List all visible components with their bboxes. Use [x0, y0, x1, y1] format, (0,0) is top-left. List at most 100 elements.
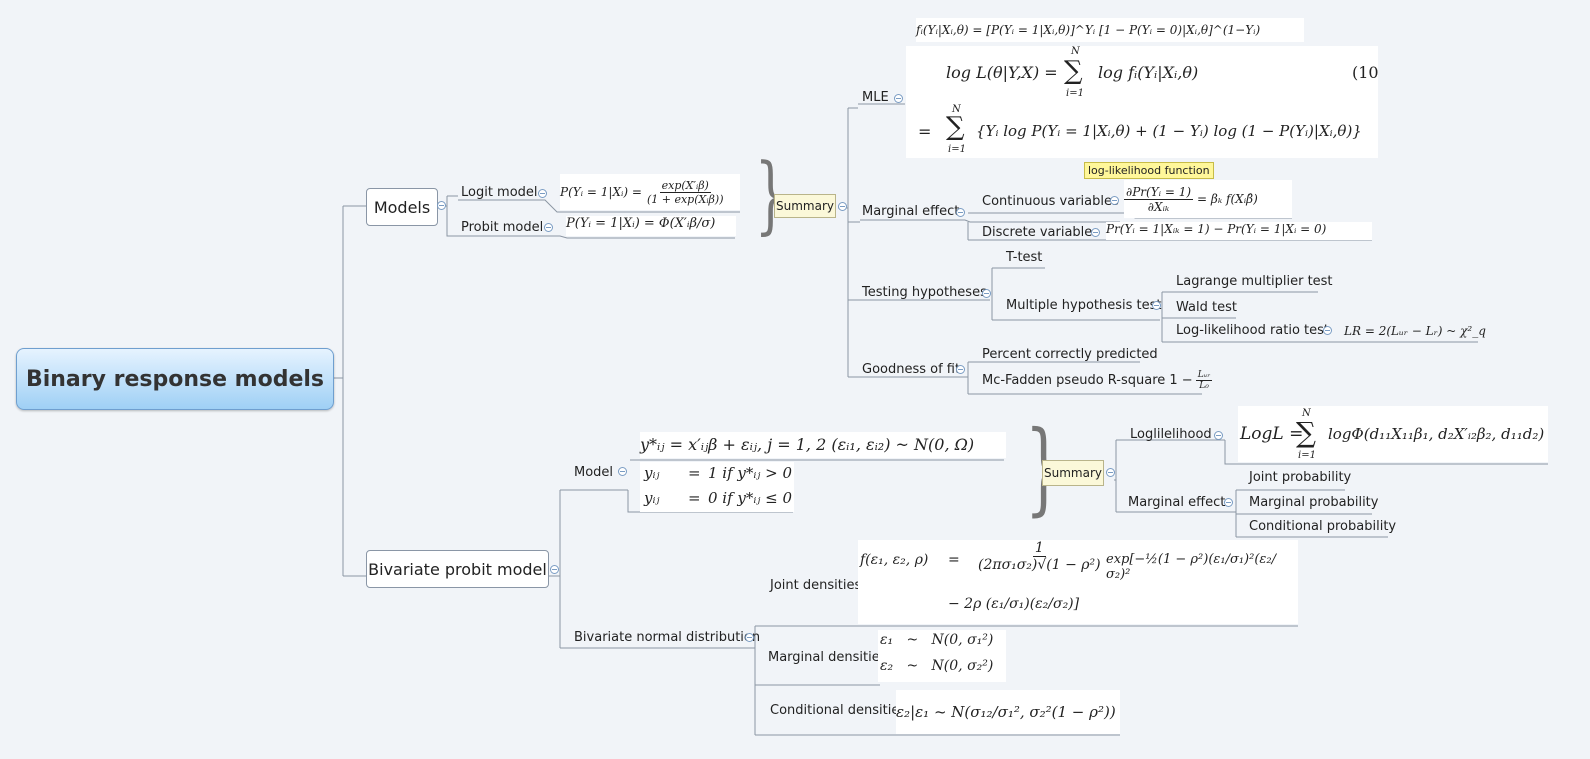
mle-loglik-eq: log L(θ|Y,X) = N ∑ i=1 log fᵢ(Yᵢ|Xᵢ,θ) (…: [906, 46, 1379, 158]
collapse-icon[interactable]: [956, 208, 965, 217]
root-label: Binary response models: [25, 366, 325, 392]
bivariate-loglik-eq: LogL = N ∑ i=1 logΦ(d₁₁X₁₁β₁, d₂X′ᵢ₂β₂, …: [1238, 406, 1548, 462]
mle-eq3-rhs: {Yᵢ log P(Yᵢ = 1|Xᵢ,θ) + (1 − Yᵢ) log (1…: [976, 122, 1362, 140]
conditional-densities-label[interactable]: Conditional densities: [770, 703, 907, 718]
discrete-formula: Pr(Yᵢ = 1|Xᵢₖ = 1) − Pr(Yᵢ = 1|Xᵢ = 0): [1106, 222, 1372, 240]
mle-label[interactable]: MLE: [862, 90, 889, 105]
testing-hypotheses-label[interactable]: Testing hypotheses: [862, 285, 987, 300]
jd-line2: − 2ρ (ε₁/σ₁)(ε₂/σ₂)]: [948, 596, 1080, 612]
wald-test-label[interactable]: Wald test: [1176, 300, 1237, 315]
rule2-l: yᵢⱼ: [644, 489, 660, 507]
loglikelihood-label[interactable]: Loglilelihood: [1130, 427, 1212, 442]
collapse-icon[interactable]: [894, 94, 903, 103]
collapse-icon[interactable]: [538, 189, 547, 198]
jd-lhs: f(ε₁, ε₂, ρ): [860, 552, 929, 568]
summary-node-2[interactable]: Summary: [1042, 460, 1104, 486]
collapse-icon[interactable]: [437, 201, 446, 210]
collapse-icon[interactable]: [1152, 301, 1161, 310]
collapse-icon[interactable]: [982, 289, 991, 298]
cont-num: ∂Pr(Yᵢ = 1): [1124, 184, 1194, 200]
sum-icon: ∑: [1064, 56, 1083, 86]
lm-test-label[interactable]: Lagrange multiplier test: [1176, 274, 1333, 289]
bivariate-label: Bivariate probit model: [368, 559, 547, 579]
logit-fraction: exp(X′ᵢβ) (1 + exp(Xᵢβ)): [645, 179, 726, 206]
collapse-icon[interactable]: [550, 565, 559, 574]
collapse-icon[interactable]: [1106, 468, 1115, 477]
mle-eq3-eq: =: [918, 122, 932, 141]
collapse-icon[interactable]: [618, 467, 627, 476]
mcfadden-node[interactable]: Mc-Fadden pseudo R-square 1 − Lᵤᵣ L₀: [982, 370, 1213, 391]
continuous-fraction: ∂Pr(Yᵢ = 1) ∂Xᵢₖ: [1124, 184, 1194, 214]
logit-lhs: P(Yᵢ = 1|Xᵢ) =: [560, 185, 642, 199]
bivariate-probit-node[interactable]: Bivariate probit model: [366, 550, 549, 588]
joint-densities-label[interactable]: Joint densities: [770, 578, 862, 593]
md-line2: ε₂ ~ N(0, σ₂²): [880, 658, 994, 674]
conditional-probability-label[interactable]: Conditional probability: [1249, 519, 1397, 534]
multiple-hypothesis-label[interactable]: Multiple hypothesis test: [1006, 298, 1162, 313]
marginal-probability-label[interactable]: Marginal probability: [1249, 495, 1379, 510]
models-node[interactable]: Models: [366, 188, 438, 226]
joint-probability-label[interactable]: Joint probability: [1249, 470, 1352, 485]
models-label: Models: [373, 197, 431, 217]
logit-model-label[interactable]: Logit model: [461, 185, 538, 200]
sum-top: N: [1302, 408, 1311, 419]
mle-density-eq: fᵢ(Yᵢ|Xᵢ,θ) = [P(Yᵢ = 1|Xᵢ,θ)]^Yᵢ [1 − P…: [916, 18, 1304, 42]
model-label[interactable]: Model: [574, 465, 614, 480]
cont-rhs: = βₖ f(Xᵢβ̂): [1197, 192, 1258, 206]
jd-rhs: exp[−½(1 − ρ²)(ε₁/σ₁)²(ε₂/σ₂)²: [1106, 552, 1276, 582]
rule2-m: =: [688, 489, 701, 507]
conditional-density-eq: ε₂|ε₁ ~ N(σ₁₂/σ₁², σ₂²(1 − ρ²)): [896, 690, 1120, 734]
jd-eq: =: [948, 552, 960, 568]
sum-icon: ∑: [1296, 416, 1316, 449]
mcf-num: Lᵤᵣ: [1195, 370, 1213, 381]
rule2-r: 0 if y*ᵢⱼ ≤ 0: [708, 489, 793, 507]
md-line1: ε₁ ~ N(0, σ₁²): [880, 632, 994, 648]
sum-top: N: [1071, 46, 1080, 57]
collapse-icon[interactable]: [1323, 326, 1332, 335]
percent-correct-label[interactable]: Percent correctly predicted: [982, 347, 1158, 362]
sum-bottom: i=1: [1066, 88, 1084, 99]
rule1-m: =: [688, 464, 701, 482]
jd-den: (2πσ₁σ₂)√(1 − ρ²): [978, 557, 1101, 573]
collapse-icon[interactable]: [544, 223, 553, 232]
marginal-densities-label[interactable]: Marginal densities: [768, 650, 887, 665]
sum-icon: ∑: [946, 112, 965, 142]
tooltip-loglik: log-likelihood function: [1084, 162, 1214, 179]
discrete-variables-label[interactable]: Discrete variables: [982, 225, 1100, 240]
lr-formula: LR = 2(Lᵤᵣ − Lᵣ) ~ χ²_q: [1344, 324, 1486, 338]
bivariate-normal-label[interactable]: Bivariate normal distribution: [574, 630, 761, 645]
collapse-icon[interactable]: [1110, 196, 1119, 205]
continuous-formula: ∂Pr(Yᵢ = 1) ∂Xᵢₖ = βₖ f(Xᵢβ̂): [1124, 180, 1292, 218]
cont-den: ∂Xᵢₖ: [1147, 199, 1170, 214]
logit-den: (1 + exp(Xᵢβ)): [646, 192, 724, 206]
marginal-effect-label[interactable]: Marginal effect: [862, 204, 960, 219]
marginal-density-eq: ε₁ ~ N(0, σ₁²) ε₂ ~ N(0, σ₂²): [878, 630, 1006, 682]
collapse-icon[interactable]: [1214, 431, 1223, 440]
bll-lhs: LogL =: [1240, 424, 1304, 444]
goodness-of-fit-label[interactable]: Goodness of fit: [862, 362, 961, 377]
probit-model-label[interactable]: Probit model: [461, 220, 544, 235]
collapse-icon[interactable]: [1224, 498, 1233, 507]
summary-node[interactable]: Summary: [774, 194, 836, 218]
collapse-icon[interactable]: [838, 202, 847, 211]
joint-density-eq: f(ε₁, ε₂, ρ) = 1 (2πσ₁σ₂)√(1 − ρ²) exp[−…: [858, 540, 1298, 624]
marginal-effect-2-label[interactable]: Marginal effect: [1128, 495, 1226, 510]
rule1-l: yᵢⱼ: [644, 464, 660, 482]
mle-eq2-rhs: log fᵢ(Yᵢ|Xᵢ,θ): [1098, 63, 1199, 82]
t-test-label[interactable]: T-test: [1006, 250, 1043, 265]
collapse-icon[interactable]: [956, 365, 965, 374]
sum-bottom: i=1: [1298, 450, 1316, 461]
binary-rule: yᵢⱼ = 1 if y*ᵢⱼ > 0 yᵢⱼ = 0 if y*ᵢⱼ ≤ 0: [640, 462, 794, 512]
continuous-variables-label[interactable]: Continuous variables: [982, 194, 1119, 209]
lr-test-label[interactable]: Log-likelihood ratio test: [1176, 323, 1330, 338]
sum-bottom: i=1: [948, 144, 966, 155]
logit-num: exp(X′ᵢβ): [659, 178, 711, 193]
mle-eq2-lhs: log L(θ|Y,X) =: [946, 63, 1058, 82]
collapse-icon[interactable]: [745, 633, 754, 642]
collapse-icon[interactable]: [1091, 228, 1100, 237]
root-node[interactable]: Binary response models: [16, 348, 334, 410]
mcfadden-fraction: Lᵤᵣ L₀: [1195, 370, 1213, 391]
logit-formula: P(Yᵢ = 1|Xᵢ) = exp(X′ᵢβ) (1 + exp(Xᵢβ)): [560, 174, 740, 210]
equation-number: (10: [1352, 63, 1379, 82]
